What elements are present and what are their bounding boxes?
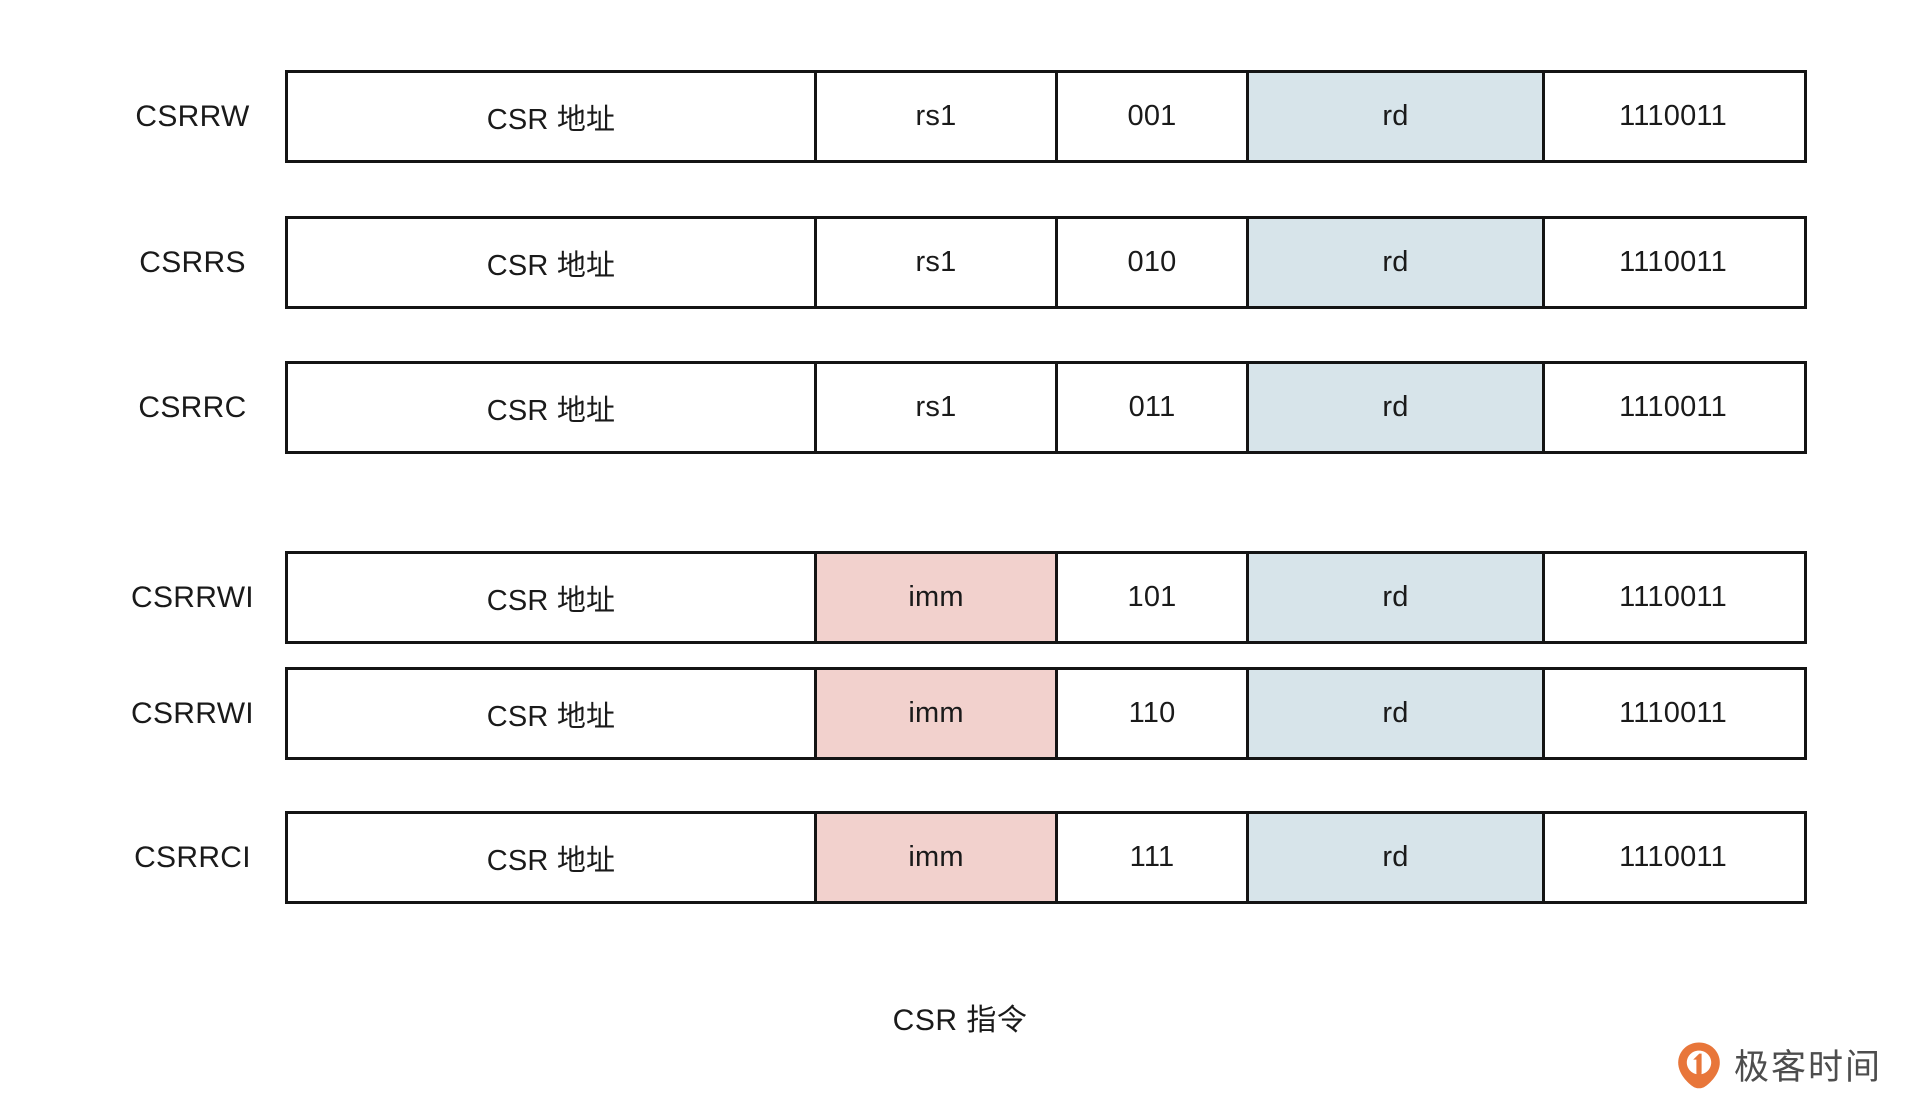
field-csr-address: CSR 地址 [288,219,817,306]
geektime-pin-logo-icon [1676,1041,1722,1089]
field-rd: rd [1249,73,1545,160]
field-csr-address: CSR 地址 [288,73,817,160]
field-csr-address: CSR 地址 [288,670,817,757]
instruction-name-label: CSRRWI [131,696,254,730]
instruction-name-label: CSRRC [138,390,247,424]
field-opcode: 1110011 [1545,670,1801,757]
watermark: 极客时间 [1676,1039,1882,1090]
instruction-field-bar: CSR 地址 rs1 001 rd 1110011 [285,70,1807,163]
instruction-row-csrrci: CSRRCI CSR 地址 imm 111 rd 1110011 [100,811,1807,904]
instruction-name-label: CSRRCI [134,840,251,874]
instruction-row-csrrwi-2: CSRRWI CSR 地址 imm 110 rd 1110011 [100,667,1807,760]
instruction-row-csrrwi: CSRRWI CSR 地址 imm 101 rd 1110011 [100,551,1807,644]
field-csr-address: CSR 地址 [288,364,817,451]
watermark-text: 极客时间 [1733,1048,1882,1088]
field-funct3: 111 [1058,814,1249,901]
field-source-rs1: rs1 [817,364,1058,451]
instruction-name-label: CSRRWI [131,580,254,614]
instruction-field-bar: CSR 地址 imm 110 rd 1110011 [285,667,1807,760]
field-funct3: 011 [1058,364,1249,451]
field-opcode: 1110011 [1545,219,1801,306]
field-csr-address: CSR 地址 [288,554,817,641]
field-source-imm: imm [817,670,1058,757]
diagram-caption: CSR 指令 [892,1004,1028,1037]
field-source-rs1: rs1 [817,73,1058,160]
instruction-field-bar: CSR 地址 imm 101 rd 1110011 [285,551,1807,644]
field-rd: rd [1249,814,1545,901]
field-source-rs1: rs1 [817,219,1058,306]
field-funct3: 001 [1058,73,1249,160]
field-rd: rd [1249,219,1545,306]
field-csr-address: CSR 地址 [288,814,817,901]
instruction-name-label: CSRRW [135,99,250,133]
instruction-field-bar: CSR 地址 imm 111 rd 1110011 [285,811,1807,904]
field-rd: rd [1249,670,1545,757]
field-opcode: 1110011 [1545,814,1801,901]
field-opcode: 1110011 [1545,73,1801,160]
instruction-name-label: CSRRS [139,245,246,279]
field-opcode: 1110011 [1545,364,1801,451]
instruction-field-bar: CSR 地址 rs1 010 rd 1110011 [285,216,1807,309]
instruction-field-bar: CSR 地址 rs1 011 rd 1110011 [285,361,1807,454]
instruction-row-csrrc: CSRRC CSR 地址 rs1 011 rd 1110011 [100,361,1807,454]
field-rd: rd [1249,364,1545,451]
field-funct3: 010 [1058,219,1249,306]
field-funct3: 101 [1058,554,1249,641]
field-source-imm: imm [817,554,1058,641]
field-rd: rd [1249,554,1545,641]
instruction-row-csrrs: CSRRS CSR 地址 rs1 010 rd 1110011 [100,216,1807,309]
field-funct3: 110 [1058,670,1249,757]
field-opcode: 1110011 [1545,554,1801,641]
field-source-imm: imm [817,814,1058,901]
instruction-row-csrrw: CSRRW CSR 地址 rs1 001 rd 1110011 [100,70,1807,163]
